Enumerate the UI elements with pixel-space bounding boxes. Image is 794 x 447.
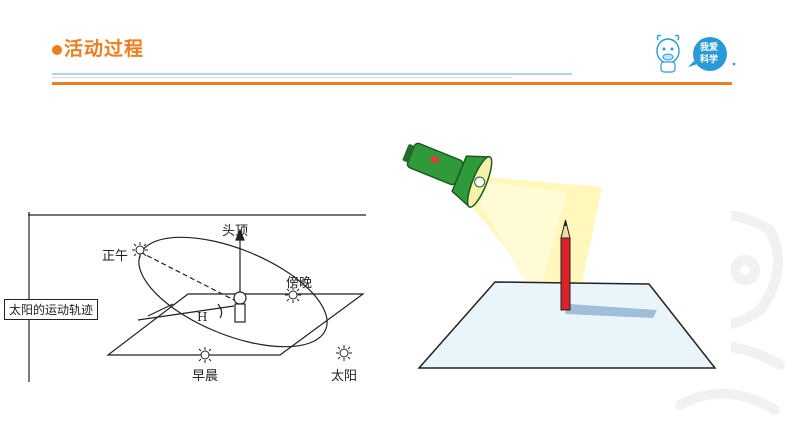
label-noon: 正午 [102,249,129,264]
header-rule-blue [52,73,572,75]
label-zenith: 头顶 [222,224,249,239]
logo-text-bottom: 科学 [700,55,719,65]
flashlight-drawing [402,142,717,369]
label-h: H [197,310,208,324]
header-rule-orange [52,82,732,85]
sun-track-label: 太阳的运动轨迹 [4,299,99,320]
header-rule-gray [52,77,512,78]
slide-title: 活动过程 [64,38,145,60]
noon-sun-icon [132,242,148,258]
brand-logo: 我爱 科学 [652,31,742,77]
title-bullet [52,45,62,55]
label-sun: 太阳 [331,369,358,384]
flashlight-icon [402,142,493,209]
logo-text-top: 我爱 [700,43,719,53]
label-morning: 早晨 [192,369,219,384]
slide-header: 活动过程 我爱 科学 [0,0,794,90]
cow-mascot-icon [656,34,736,73]
pencil-icon [560,219,571,311]
sun-path-diagram [28,212,366,382]
sun-path-drawing [28,212,366,382]
flashlight-shadow-diagram [397,132,731,380]
label-evening: 傍晚 [286,276,313,291]
